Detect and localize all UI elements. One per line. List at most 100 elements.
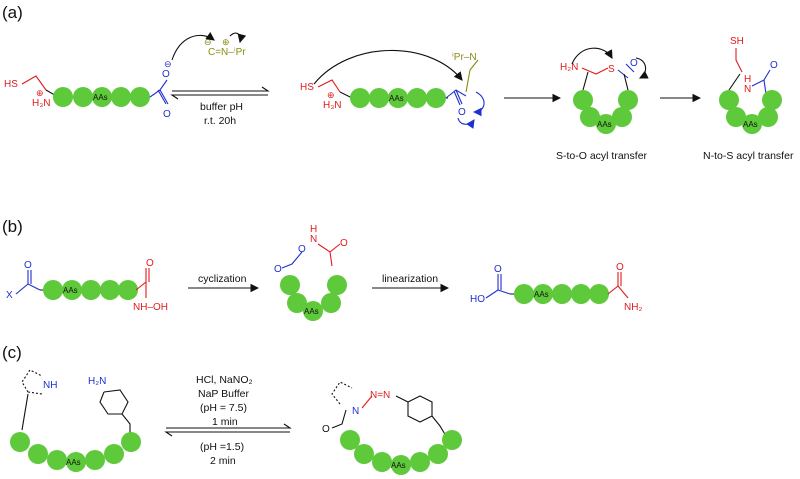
- residue-bead: [391, 455, 411, 475]
- residue-bead: [428, 444, 448, 464]
- residue-bead: [618, 90, 638, 110]
- condition-time-2: 2 min: [210, 455, 236, 467]
- ipr-n-label: ⁱPr–N: [452, 52, 477, 63]
- sulfur-label: S: [608, 64, 615, 75]
- primary-amide: NH₂: [624, 302, 642, 313]
- panel-label-b: (b): [2, 217, 23, 236]
- ether-o: O: [298, 244, 306, 255]
- carboxylate-o: O: [162, 69, 170, 80]
- lactam-product-a: SH N H O AAs N-to-S acyl transfer: [703, 36, 794, 162]
- pyrrolidine-n: N: [352, 406, 359, 417]
- hydroxamate-nhoh: NH–OH: [133, 302, 168, 313]
- residue-bead: [28, 444, 48, 464]
- peptide-c1: NH H₂N AAs: [10, 369, 141, 472]
- hydroxyl-ho: HO: [470, 294, 485, 305]
- residue-bead: [407, 88, 427, 108]
- residue-bead: [573, 90, 593, 110]
- residue-label: AAs: [63, 286, 78, 295]
- pyrrolidine-nh: NH: [43, 380, 57, 391]
- cyclic-thioester: H₂N S O AAs S-to-O acyl transfer: [556, 47, 649, 162]
- residue-bead: [514, 284, 534, 304]
- thioester-o: O: [630, 58, 638, 69]
- residue-bead: [85, 450, 105, 470]
- ammonium-label: H₃N: [32, 98, 51, 109]
- minus-charge-2: ⊖: [204, 37, 212, 47]
- equilibrium-arrow-c: HCl, NaNO₂ NaP Buffer (pH = 7.5) 1 min (…: [164, 374, 292, 467]
- condition-reagents: HCl, NaNO₂: [196, 374, 253, 386]
- equilibrium-arrow-a: buffer pH r.t. 20h: [170, 86, 270, 127]
- panel-label-c: (c): [2, 343, 22, 362]
- residue-bead: [426, 88, 446, 108]
- amide-o-c: O: [616, 262, 624, 273]
- residue-bead: [280, 275, 300, 295]
- acyl-o: O: [458, 107, 466, 118]
- residue-bead: [47, 450, 67, 470]
- panel-label-a: (a): [2, 3, 23, 22]
- condition-buffer: buffer pH: [200, 101, 243, 113]
- residue-bead: [762, 90, 782, 110]
- ketone-o-c: O: [322, 424, 330, 435]
- condition-linearization: linearization: [382, 273, 438, 285]
- plus-charge-3: ⊕: [327, 90, 335, 100]
- amide-o-b: O: [340, 238, 348, 249]
- amide-n: N: [744, 84, 751, 95]
- condition-time-1: 1 min: [212, 416, 238, 428]
- residue-bead: [53, 87, 73, 107]
- aniline-nh2: H₂N: [88, 376, 106, 387]
- carbodiimide-label: C=N–ⁱPr: [208, 47, 246, 58]
- residue-bead: [104, 444, 124, 464]
- residue-bead: [81, 280, 101, 300]
- residue-bead: [533, 284, 553, 304]
- residue-bead: [388, 88, 408, 108]
- residue-bead: [354, 444, 374, 464]
- hydroxamate-o: O: [146, 258, 154, 269]
- residue-bead: [410, 452, 430, 472]
- residue-bead: [92, 87, 112, 107]
- peptide-a1: HS H₃N ⊕ AAs O O ⊖: [4, 59, 172, 120]
- residue-bead: [121, 432, 141, 452]
- residue-bead: [321, 293, 341, 313]
- residue-label: AAs: [597, 120, 612, 129]
- carbonyl-o: O: [163, 109, 171, 120]
- residue-bead: [303, 301, 323, 321]
- amide-h: H: [744, 74, 751, 85]
- nh-h: H: [310, 224, 317, 235]
- residue-bead: [350, 88, 370, 108]
- residue-bead: [726, 107, 746, 127]
- amide-o: O: [770, 60, 778, 71]
- residue-bead: [742, 114, 762, 134]
- condition-ph-2: (pH =1.5): [200, 441, 244, 453]
- azo-linkage: N=N: [370, 390, 390, 401]
- residue-bead: [552, 284, 572, 304]
- peptide-b1: X O AAs O NH–OH: [6, 258, 168, 313]
- thiol-label-2: HS: [300, 82, 314, 93]
- condition-time: r.t. 20h: [204, 115, 236, 127]
- residue-bead: [10, 432, 30, 452]
- residue-label: AAs: [93, 93, 108, 102]
- condition-ph-1: (pH = 7.5): [200, 402, 247, 414]
- residue-bead: [589, 284, 609, 304]
- condition-cyclization: cyclization: [198, 273, 247, 285]
- residue-label: AAs: [534, 290, 549, 299]
- residue-label: AAs: [66, 458, 81, 467]
- residue-bead: [130, 87, 150, 107]
- thiol-label-3: SH: [730, 36, 744, 47]
- residue-bead: [758, 107, 778, 127]
- residue-bead: [73, 87, 93, 107]
- residue-bead: [372, 452, 392, 472]
- residue-bead: [612, 107, 632, 127]
- residue-label: AAs: [743, 120, 758, 129]
- ketone-o-3: O: [494, 264, 502, 275]
- residue-bead: [100, 280, 120, 300]
- nh-n: N: [310, 234, 317, 245]
- residue-bead: [118, 280, 138, 300]
- residue-bead: [719, 90, 739, 110]
- caption-n-to-s: N-to-S acyl transfer: [703, 150, 794, 162]
- residue-bead: [580, 107, 600, 127]
- residue-bead: [66, 452, 86, 472]
- residue-bead: [43, 280, 63, 300]
- residue-bead: [111, 87, 131, 107]
- ammonium-label-2: H₃N: [323, 100, 342, 111]
- residue-label: AAs: [389, 94, 404, 103]
